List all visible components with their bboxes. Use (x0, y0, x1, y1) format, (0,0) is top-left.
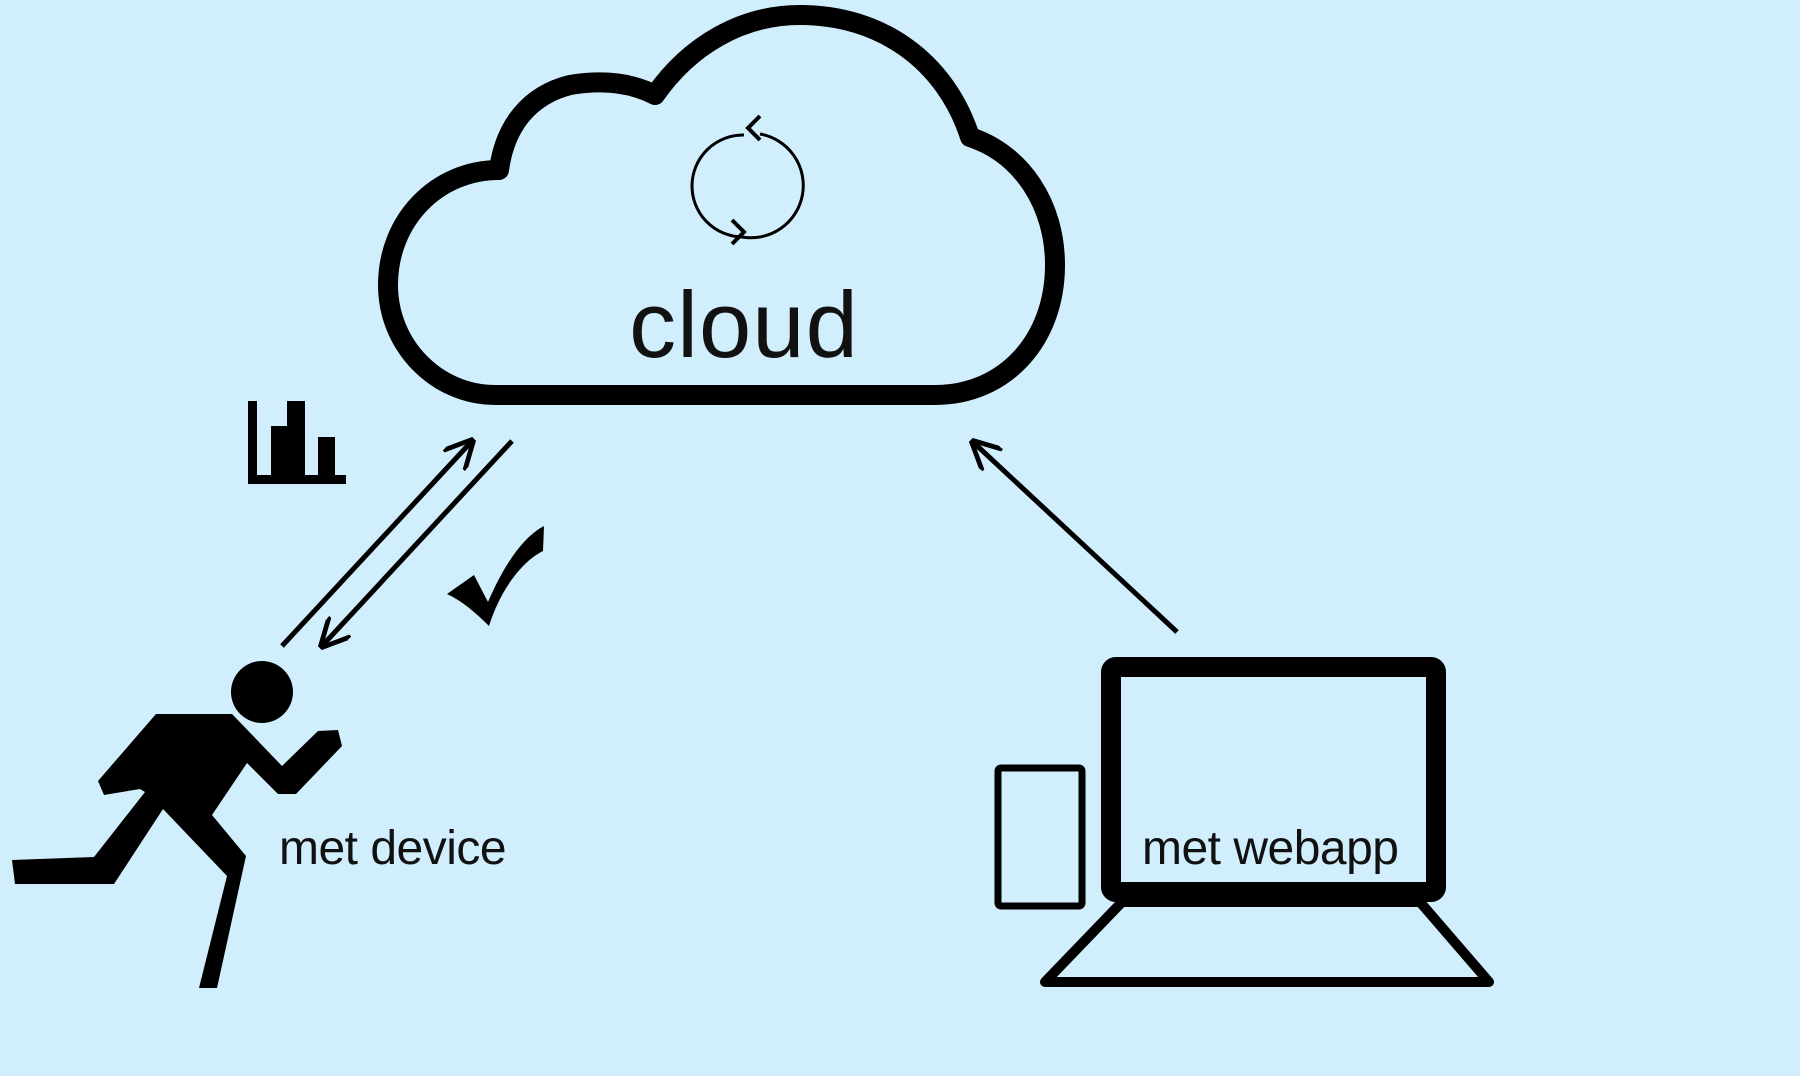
upload-arrow (280, 441, 472, 648)
running-person-icon (12, 661, 342, 988)
bar-chart-icon (248, 401, 346, 484)
tablet-icon (994, 764, 1086, 910)
webapp-arrow (973, 442, 1179, 634)
sync-icon (690, 114, 805, 246)
cloud-label: cloud (629, 272, 859, 377)
device-label: met device (279, 822, 507, 875)
cloud-shape (378, 5, 1065, 405)
laptop-icon (1040, 657, 1494, 987)
download-arrow (322, 439, 514, 646)
webapp-label: met webapp (1142, 822, 1399, 875)
checkmark-icon (447, 526, 544, 626)
